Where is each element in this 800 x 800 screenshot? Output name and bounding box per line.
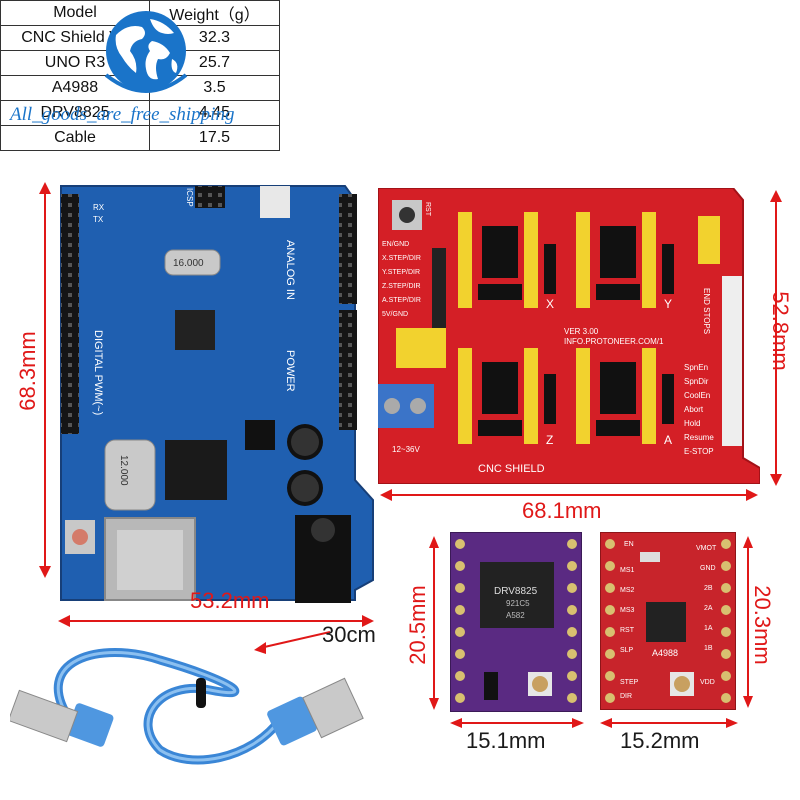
cnc-axis-z: Z <box>546 433 553 447</box>
globe-icon <box>104 11 188 93</box>
a4988-pin-en: EN <box>624 541 634 548</box>
table-row: Cable 17.5 <box>0 125 280 151</box>
a4988-height-label: 20.3mm <box>750 585 775 665</box>
cnc-axis-y: Y <box>664 297 672 311</box>
cnc-label-site: INFO.PROTONEER.COM/1 <box>564 337 664 346</box>
a4988-width-label: 15.2mm <box>620 728 700 753</box>
cnc-label-end-stops: END STOPS <box>702 288 711 334</box>
cnc-label-hold: Hold <box>684 419 700 428</box>
uno-width-arrow <box>58 615 374 627</box>
drv8825-board: DRV8825 921C5 A582 <box>450 532 582 712</box>
a4988-pin-ms1: MS1 <box>620 567 635 574</box>
a4988-chip-label: A4988 <box>652 648 678 658</box>
uno-label-crystal: 16.000 <box>173 258 204 269</box>
drv-chip-code: 921C5 <box>506 599 530 608</box>
a4988-pin-gnd: GND <box>700 565 716 572</box>
cnc-label-en-gnd: EN/GND <box>382 241 409 248</box>
shop-name: All_goods_are_free_shipping <box>10 104 235 125</box>
uno-width-label: 53.2mm <box>190 588 270 613</box>
table-cell-weight: 17.5 <box>149 125 280 151</box>
uno-label-analog: ANALOG IN <box>284 240 296 300</box>
table-cell-model: DRV8825 <box>0 100 150 126</box>
table-row: A4988 3.5 <box>0 75 280 101</box>
shield-width-label: 68.1mm <box>522 498 602 523</box>
uno-label-icsp: ICSP <box>185 188 194 207</box>
cnc-axis-x: X <box>546 297 554 311</box>
cable-length-label: 30cm <box>322 622 376 647</box>
a4988-pin-dir: DIR <box>620 693 632 700</box>
cnc-label-version: VER 3.00 <box>564 327 599 336</box>
shield-width-arrow <box>380 489 758 501</box>
shield-height-label: 52.8mm <box>768 291 793 371</box>
cnc-label-z-step: Z.STEP/DIR <box>382 283 421 290</box>
cnc-label-coolen: CoolEn <box>684 391 710 400</box>
a4988-pin-ms3: MS3 <box>620 607 635 614</box>
cnc-label-estop: E-STOP <box>684 447 714 456</box>
cnc-label-y-step: Y.STEP/DIR <box>382 269 420 276</box>
cnc-axis-a: A <box>664 433 672 447</box>
cnc-label-name: CNC SHIELD <box>478 463 545 475</box>
drv-height-arrow <box>429 536 439 710</box>
cnc-label-rst: RST <box>424 202 431 217</box>
uno-label-rx: RX <box>93 203 105 212</box>
table-cell-weight: 4.45 <box>149 100 280 126</box>
a4988-pin-step: STEP <box>620 679 639 686</box>
cnc-label-x-step: X.STEP/DIR <box>382 255 421 262</box>
cnc-label-resume: Resume <box>684 433 714 442</box>
usb-cable <box>10 631 364 765</box>
cnc-label-a-step: A.STEP/DIR <box>382 297 421 304</box>
drv-width-arrow <box>450 718 584 728</box>
uno-board: DIGITAL PWM(~) ANALOG IN POWER ICSP 16.0… <box>60 185 374 603</box>
drv-width-label: 15.1mm <box>466 728 546 753</box>
a4988-width-arrow <box>600 718 738 728</box>
uno-label-crystal2: 12.000 <box>118 455 129 486</box>
weight-table: Model Weight（g） CNC Shield V3 32.3 UNO R… <box>0 0 280 151</box>
uno-label-digital: DIGITAL PWM(~) <box>92 330 104 415</box>
a4988-pin-2b: 2B <box>704 585 713 592</box>
table-cell-model: Cable <box>0 125 150 151</box>
uno-label-tx: TX <box>93 215 104 224</box>
cnc-label-spnen: SpnEn <box>684 363 708 372</box>
table-header-row: Model Weight（g） <box>0 0 280 26</box>
a4988-pin-1b: 1B <box>704 645 713 652</box>
uno-height-label: 68.3mm <box>15 331 40 411</box>
a4988-pin-vdd: VDD <box>700 679 715 686</box>
a4988-pin-1a: 1A <box>704 625 713 632</box>
cnc-label-abort: Abort <box>684 405 704 414</box>
cnc-shield-board: CNC SHIELD VER 3.00 INFO.PROTONEER.COM/1… <box>378 188 760 484</box>
uno-height-arrow <box>39 182 51 578</box>
cnc-label-v-gnd: 5V/GND <box>382 311 408 318</box>
drv-height-label: 20.5mm <box>405 585 430 665</box>
uno-label-power: POWER <box>284 350 296 392</box>
a4988-pin-ms2: MS2 <box>620 587 635 594</box>
a4988-pin-rst: RST <box>620 627 635 634</box>
a4988-height-arrow <box>743 536 753 708</box>
a4988-board: A4988 EN MS1 MS2 MS3 RST SLP STEP DIR VM… <box>600 532 736 710</box>
a4988-pin-slp: SLP <box>620 647 634 654</box>
drv-chip-label: DRV8825 <box>494 586 538 597</box>
cnc-label-voltage: 12~36V <box>392 445 420 454</box>
a4988-pin-vmot: VMOT <box>696 545 717 552</box>
table-header-weight: Weight（g） <box>149 0 280 26</box>
drv-chip-code2: A582 <box>506 611 525 620</box>
cnc-label-spndir: SpnDir <box>684 377 709 386</box>
table-row: DRV8825 4.45 <box>0 100 280 126</box>
a4988-pin-2a: 2A <box>704 605 713 612</box>
shield-height-arrow <box>770 190 782 486</box>
